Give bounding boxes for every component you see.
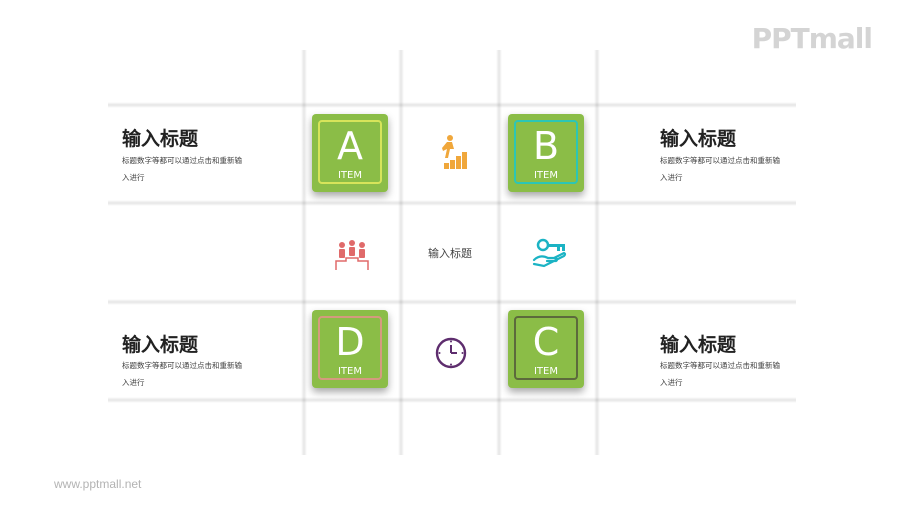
block-desc-bottom-right: 标题数字等都可以通过点击和重新输入进行 — [660, 361, 780, 387]
tile-letter: B — [532, 124, 560, 168]
tile-sub: ITEM — [533, 366, 558, 377]
block-title-top-left: 输入标题 — [122, 128, 199, 150]
tile-c[interactable]: C ITEM — [508, 310, 584, 388]
grid-line — [108, 397, 796, 403]
climbing-stairs-icon — [442, 135, 467, 169]
grid-line — [496, 50, 502, 455]
tile-border — [514, 316, 578, 380]
tile-letter: A — [337, 124, 363, 168]
clock-icon — [435, 337, 467, 369]
block-title-bottom-right: 输入标题 — [660, 334, 737, 356]
tile-border — [318, 316, 382, 380]
tile-letter: D — [335, 320, 365, 364]
grid-line — [108, 200, 796, 206]
grid-line — [108, 102, 796, 108]
grid-line — [398, 50, 404, 455]
block-desc-bottom-left: 标题数字等都可以通过点击和重新输入进行 — [122, 361, 242, 387]
pptmall-logo: PPTmall — [751, 22, 873, 55]
tile-border — [514, 120, 578, 184]
grid-line — [108, 299, 796, 305]
block-title-bottom-left: 输入标题 — [122, 334, 199, 356]
block-desc-top-right: 标题数字等都可以通过点击和重新输入进行 — [660, 156, 780, 182]
block-desc-top-left: 标题数字等都可以通过点击和重新输入进行 — [122, 156, 242, 182]
tile-b[interactable]: B ITEM — [508, 114, 584, 192]
grid-line — [594, 50, 600, 455]
team-podium-icon — [335, 240, 369, 270]
tile-sub: ITEM — [337, 366, 362, 377]
tile-a[interactable]: A ITEM — [312, 114, 388, 192]
tile-border — [318, 120, 382, 184]
tile-sub: ITEM — [337, 170, 362, 181]
tile-sub: ITEM — [533, 170, 558, 181]
center-title: 输入标题 — [428, 247, 472, 260]
tile-letter: C — [532, 320, 560, 364]
block-title-top-right: 输入标题 — [660, 128, 737, 150]
hand-key-icon — [532, 238, 567, 268]
grid-line — [301, 50, 307, 455]
tile-d[interactable]: D ITEM — [312, 310, 388, 388]
footer-url[interactable]: www.pptmall.net — [54, 477, 142, 491]
